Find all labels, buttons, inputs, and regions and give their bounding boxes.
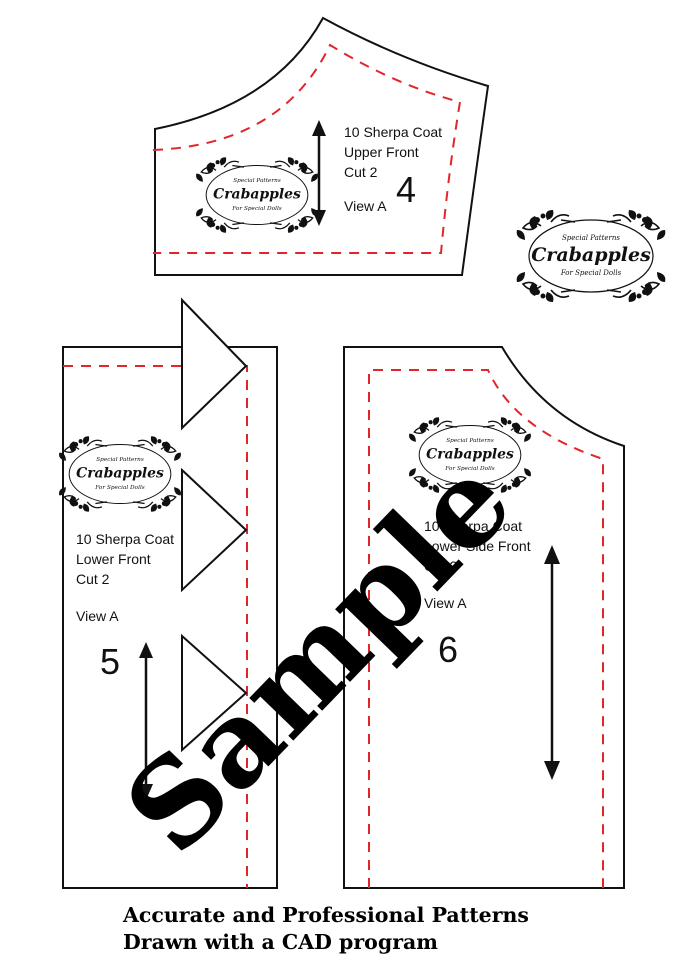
- crabapples-logo-icon: Special Patterns Crabapples For Special …: [195, 156, 319, 234]
- piece-5-part: Lower Front: [76, 551, 151, 567]
- crabapples-logo-icon: Special Patterns Crabapples For Special …: [408, 416, 532, 494]
- logo-name: Crabapples: [76, 465, 164, 481]
- piece-upper-front: Special Patterns Crabapples For Special …: [152, 16, 490, 276]
- logo-bottom-line: For Special Dolls: [231, 206, 282, 212]
- piece-6-view: View A: [424, 595, 467, 611]
- piece-5-title: 10 Sherpa Coat: [76, 531, 174, 547]
- piece-4-outline: [154, 16, 490, 276]
- piece-6-cut: Cut 2: [424, 558, 458, 574]
- piece-6-number: 6: [438, 629, 458, 670]
- footer-caption: Accurate and Professional Patterns Drawn…: [123, 902, 529, 956]
- piece-lower-side-front: Special Patterns Crabapples For Special …: [343, 346, 625, 889]
- logo-bottom-line: For Special Dolls: [444, 466, 495, 472]
- piece-6-title: 10 Sherpa Coat: [424, 518, 522, 534]
- crabapples-logo-icon: Special Patterns Crabapples For Special …: [515, 209, 667, 303]
- notch-triangle-icon: [181, 297, 248, 431]
- logo-name: Crabapples: [213, 186, 301, 202]
- piece-6-outline: [343, 346, 625, 889]
- piece-lower-front: Special Patterns Crabapples For Special …: [58, 297, 278, 889]
- piece-4-title: 10 Sherpa Coat: [344, 124, 442, 140]
- logo-bottom-line: For Special Dolls: [94, 485, 145, 491]
- piece-4-number: 4: [396, 169, 416, 210]
- piece-5-number: 5: [100, 641, 120, 682]
- notch-triangle-icon: [181, 633, 248, 753]
- logo-name: Crabapples: [426, 446, 514, 462]
- piece-6-part: Lower Side Front: [424, 538, 531, 554]
- grainline-arrow-icon: [544, 545, 560, 780]
- footer-line-1: Accurate and Professional Patterns: [123, 903, 529, 927]
- logo-top-line: Special Patterns: [446, 438, 494, 444]
- footer-line-2: Drawn with a CAD program: [123, 930, 438, 954]
- crabapples-logo-icon: Special Patterns Crabapples For Special …: [58, 435, 182, 513]
- notch-triangle-icon: [181, 467, 248, 593]
- logo-top-line: Special Patterns: [233, 178, 281, 184]
- piece-4-view: View A: [344, 198, 387, 214]
- piece-5-outline: [62, 346, 278, 889]
- piece-6-seam-line: [368, 369, 604, 888]
- logo-top-line: Special Patterns: [96, 457, 144, 463]
- grainline-arrow-icon: [139, 642, 153, 800]
- logo-bottom-line: For Special Dolls: [560, 269, 622, 277]
- piece-5-view: View A: [76, 608, 119, 624]
- piece-4-cut: Cut 2: [344, 164, 378, 180]
- logo-name: Crabapples: [531, 244, 651, 266]
- piece-4-seam-line: [152, 43, 462, 254]
- piece-5-cut: Cut 2: [76, 571, 110, 587]
- logo-top-line: Special Patterns: [562, 234, 620, 242]
- piece-4-part: Upper Front: [344, 144, 419, 160]
